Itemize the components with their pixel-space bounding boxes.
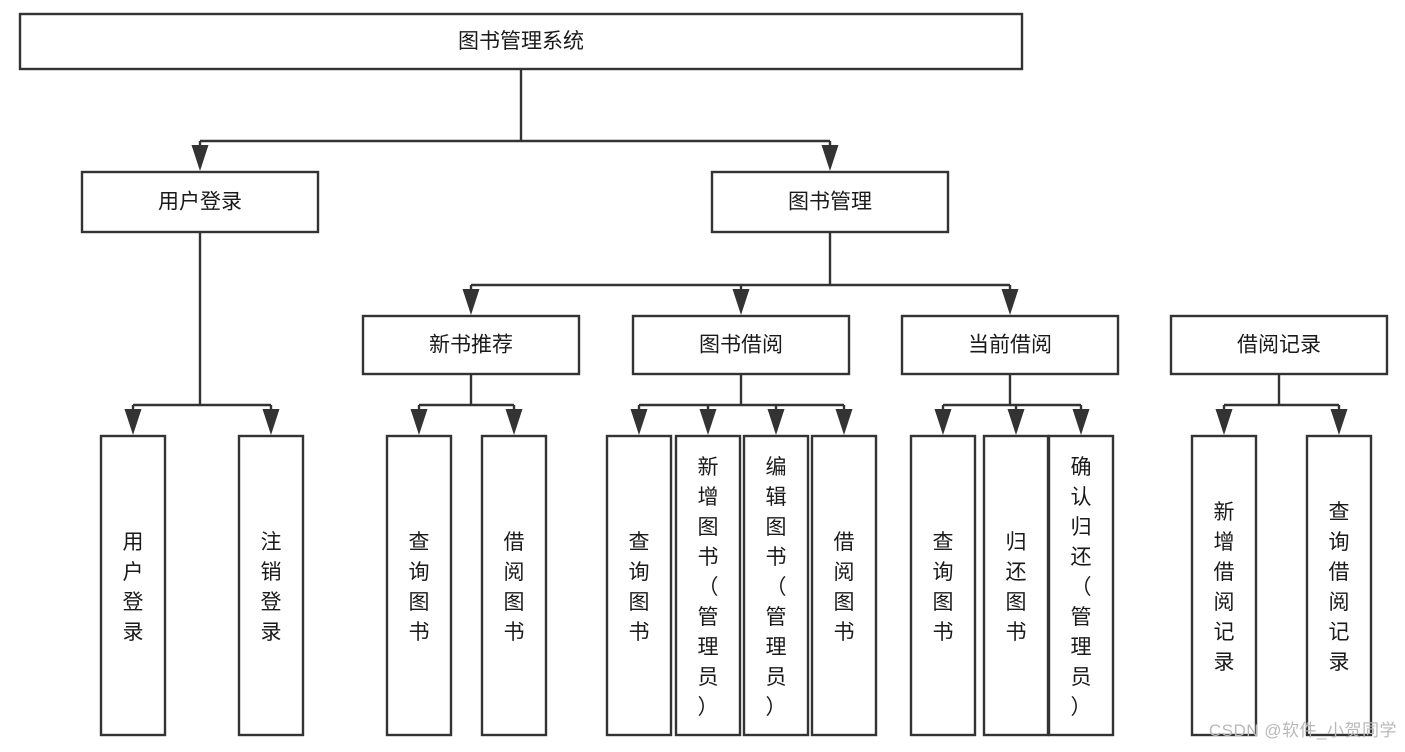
node-label: 确认归还（管理员） [1071, 456, 1092, 719]
arrow-head-icon [835, 409, 853, 435]
node-new-book-rec[interactable]: 新书推荐 [361, 314, 581, 376]
node-label: 用户登录 [123, 531, 144, 644]
node-leaf-borrow-book-1[interactable]: 借阅图书 [480, 434, 548, 737]
node-box[interactable] [18, 12, 1024, 71]
node-box[interactable] [1169, 314, 1389, 376]
node-label: 图书管理系统 [458, 30, 584, 53]
arrow-head-icon [191, 145, 209, 171]
node-box[interactable] [361, 314, 581, 376]
arrow-head-icon [1330, 409, 1348, 435]
node-box[interactable] [1305, 434, 1373, 737]
node-box[interactable] [605, 434, 673, 737]
node-leaf-query-book-3[interactable]: 查询图书 [909, 434, 977, 737]
node-box[interactable] [982, 434, 1050, 737]
node-label: 借阅图书 [834, 531, 855, 644]
node-box[interactable] [742, 434, 810, 737]
node-leaf-query-book-1[interactable]: 查询图书 [385, 434, 453, 737]
node-leaf-add-record[interactable]: 新增借阅记录 [1190, 434, 1258, 737]
arrow-head-icon [1001, 289, 1019, 315]
node-box[interactable] [710, 170, 950, 234]
node-label: 查询图书 [629, 531, 650, 644]
node-box[interactable] [810, 434, 878, 737]
arrow-head-icon [124, 409, 142, 435]
node-leaf-query-book-2[interactable]: 查询图书 [605, 434, 673, 737]
arrow-head-icon [934, 409, 952, 435]
arrow-head-icon [630, 409, 648, 435]
arrow-head-icon [1007, 409, 1025, 435]
node-label: 图书管理 [788, 191, 872, 214]
node-label: 新增图书（管理员） [698, 456, 719, 719]
node-book-manage[interactable]: 图书管理 [710, 170, 950, 234]
node-label: 查询借阅记录 [1329, 501, 1350, 674]
arrow-head-icon [505, 409, 523, 435]
node-root[interactable]: 图书管理系统 [18, 12, 1024, 71]
node-user-login[interactable]: 用户登录 [80, 170, 320, 234]
node-leaf-user-logout[interactable]: 注销登录 [237, 434, 305, 737]
node-leaf-user-login[interactable]: 用户登录 [99, 434, 167, 737]
node-box[interactable] [480, 434, 548, 737]
node-box[interactable] [80, 170, 320, 234]
node-label: 借阅图书 [504, 531, 525, 644]
node-box[interactable] [631, 314, 851, 376]
node-label: 注销登录 [261, 531, 282, 644]
node-box[interactable] [1190, 434, 1258, 737]
node-label: 编辑图书（管理员） [766, 456, 787, 719]
node-label: 新增借阅记录 [1214, 501, 1235, 674]
arrow-head-icon [1215, 409, 1233, 435]
arrow-head-icon [732, 289, 750, 315]
arrow-head-icon [262, 409, 280, 435]
arrow-head-icon [767, 409, 785, 435]
node-box[interactable] [99, 434, 167, 737]
arrow-head-icon [821, 145, 839, 171]
node-leaf-edit-book[interactable]: 编辑图书（管理员） [742, 434, 810, 737]
node-box[interactable] [900, 314, 1120, 376]
arrow-head-icon [1072, 409, 1090, 435]
node-box[interactable] [674, 434, 742, 737]
node-leaf-confirm-return[interactable]: 确认归还（管理员） [1047, 434, 1115, 737]
arrow-head-icon [462, 289, 480, 315]
node-label: 当前借阅 [968, 334, 1052, 357]
node-leaf-return-book[interactable]: 归还图书 [982, 434, 1050, 737]
node-box[interactable] [1047, 434, 1115, 737]
edge-layer [124, 69, 1348, 435]
arrow-head-icon [410, 409, 428, 435]
node-current-borrow[interactable]: 当前借阅 [900, 314, 1120, 376]
node-box[interactable] [909, 434, 977, 737]
node-label: 查询图书 [933, 531, 954, 644]
node-layer: 图书管理系统用户登录图书管理新书推荐图书借阅当前借阅借阅记录用户登录注销登录查询… [18, 12, 1389, 737]
node-label: 借阅记录 [1237, 334, 1321, 357]
node-label: 查询图书 [409, 531, 430, 644]
node-label: 用户登录 [158, 191, 242, 214]
node-label: 新书推荐 [429, 334, 513, 357]
node-box[interactable] [237, 434, 305, 737]
node-leaf-query-record[interactable]: 查询借阅记录 [1305, 434, 1373, 737]
node-book-borrow[interactable]: 图书借阅 [631, 314, 851, 376]
node-borrow-record[interactable]: 借阅记录 [1169, 314, 1389, 376]
node-label: 归还图书 [1006, 531, 1027, 644]
arrow-head-icon [699, 409, 717, 435]
node-leaf-add-book[interactable]: 新增图书（管理员） [674, 434, 742, 737]
node-leaf-borrow-book-2[interactable]: 借阅图书 [810, 434, 878, 737]
node-box[interactable] [385, 434, 453, 737]
node-label: 图书借阅 [699, 334, 783, 357]
